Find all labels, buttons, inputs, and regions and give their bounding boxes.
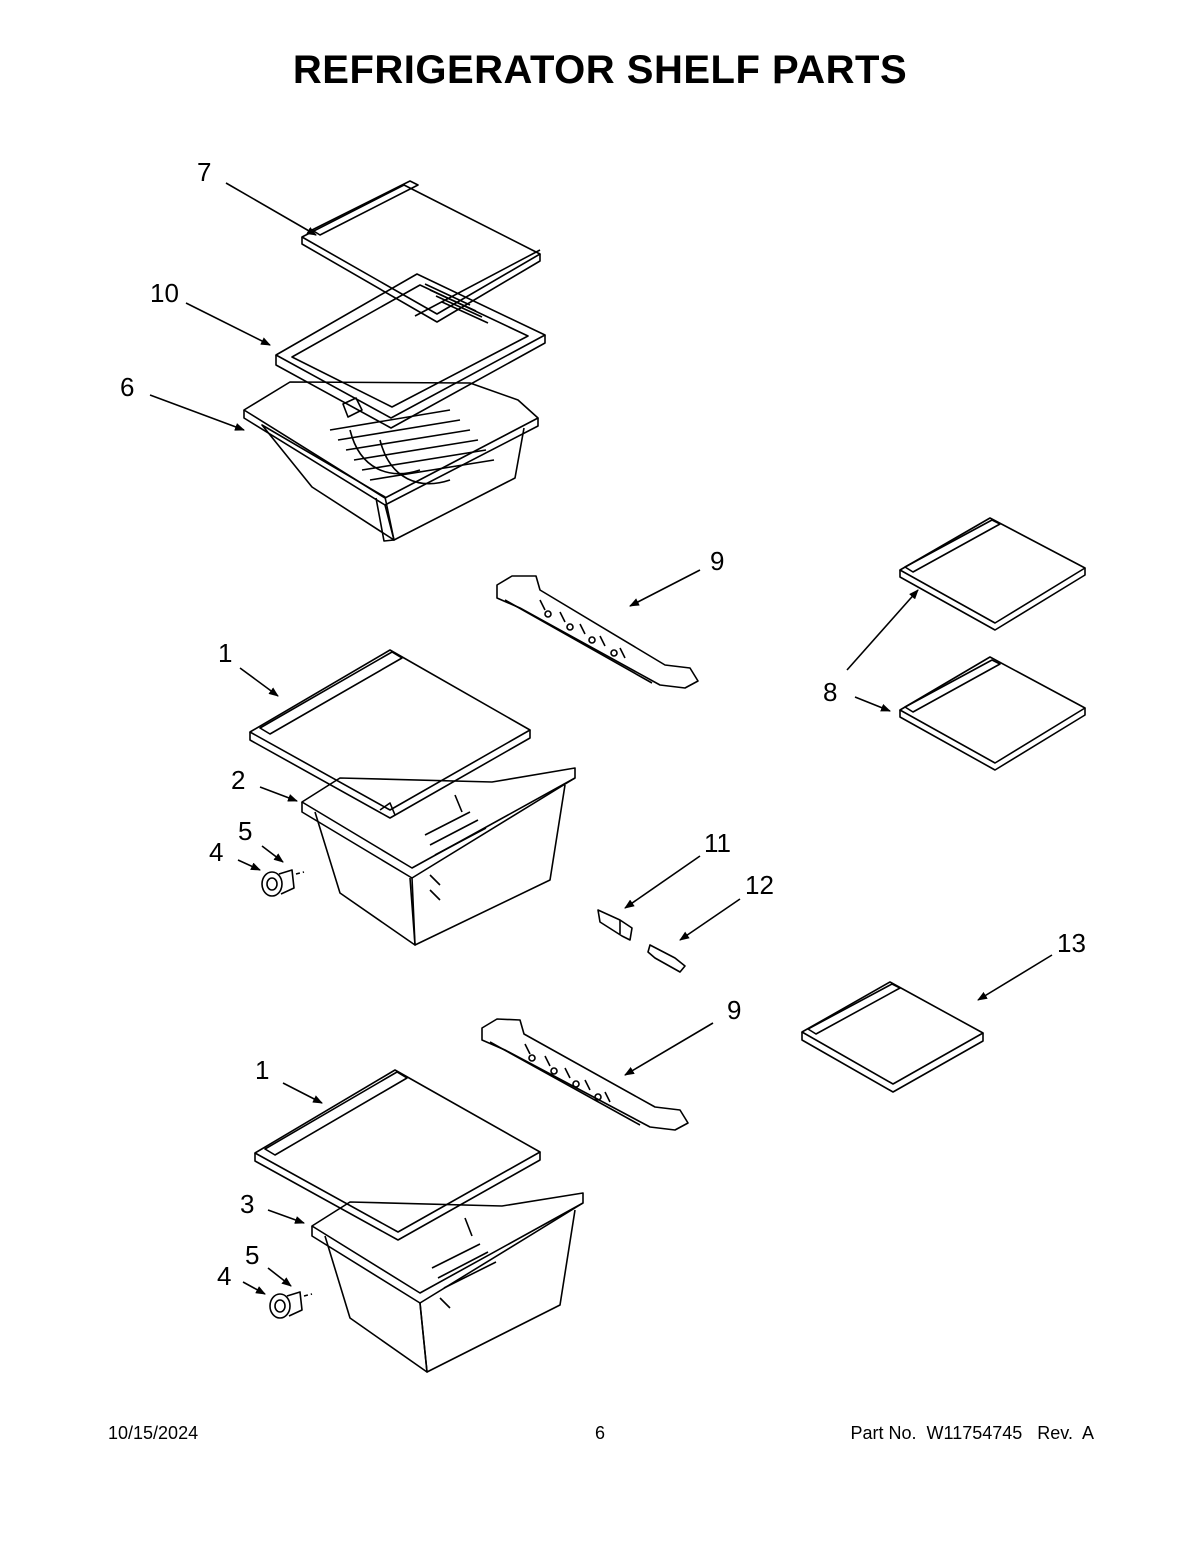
callout-4-upper: 4 <box>209 837 223 867</box>
leader-4-upper <box>237 859 261 871</box>
callout-2: 2 <box>231 765 245 795</box>
callout-9-upper: 9 <box>710 546 724 576</box>
leader-11 <box>624 855 701 909</box>
part-8-shelf-top <box>899 517 1086 631</box>
leader-8-top <box>846 589 919 671</box>
part-13-shelf <box>801 981 984 1093</box>
leader-7 <box>225 182 317 236</box>
callout-1-upper: 1 <box>218 638 232 668</box>
part-1-glass-shelf-lower <box>254 1069 541 1241</box>
part-10-shelf-frame <box>275 273 546 429</box>
part-7-glass-shelf <box>301 180 541 323</box>
footer-part-number: Part No. W11754745 Rev. A <box>850 1423 1094 1443</box>
callout-8: 8 <box>823 677 837 707</box>
leader-1-upper <box>239 667 279 697</box>
footer-date: 10/15/2024 <box>108 1423 199 1443</box>
leader-9-lower <box>624 1022 714 1076</box>
leader-6 <box>149 394 245 431</box>
leader-3 <box>267 1209 305 1224</box>
part-6-crisper-pan <box>243 381 539 542</box>
callout-9-lower: 9 <box>727 995 741 1025</box>
part-1-glass-shelf-upper <box>249 649 531 819</box>
part-11-clip <box>597 909 633 941</box>
leader-13 <box>977 954 1053 1001</box>
callout-13: 13 <box>1057 928 1086 958</box>
callout-10: 10 <box>150 278 179 308</box>
leader-5-upper <box>261 845 284 863</box>
part-2-crisper-drawer <box>301 767 576 946</box>
callout-11: 11 <box>704 828 731 858</box>
callout-5-lower: 5 <box>245 1240 259 1270</box>
leader-4-lower <box>242 1281 266 1295</box>
leader-12 <box>679 898 741 941</box>
callout-4-lower: 4 <box>217 1261 231 1291</box>
footer-page-number: 6 <box>595 1423 606 1443</box>
leader-9-upper <box>629 569 701 607</box>
callout-7: 7 <box>197 157 211 187</box>
leader-8-bottom <box>854 696 891 712</box>
callout-3: 3 <box>240 1189 254 1219</box>
leader-10 <box>185 302 271 346</box>
part-4-5-roller-upper <box>261 869 305 897</box>
page-title: REFRIGERATOR SHELF PARTS <box>292 48 908 92</box>
part-8-shelf-bottom <box>899 656 1086 771</box>
callout-5-upper: 5 <box>238 816 252 846</box>
part-12-clip <box>647 944 686 973</box>
callout-6: 6 <box>120 372 134 402</box>
part-3-crisper-drawer <box>311 1192 584 1373</box>
callout-1-lower: 1 <box>255 1055 269 1085</box>
part-9-shelf-rail-upper <box>496 575 699 689</box>
leader-2 <box>259 786 298 802</box>
part-4-5-roller-lower <box>269 1291 313 1319</box>
leader-1-lower <box>282 1082 323 1104</box>
callout-12: 12 <box>745 870 774 900</box>
leader-5-lower <box>267 1267 292 1287</box>
part-9-shelf-rail-lower <box>481 1018 689 1131</box>
